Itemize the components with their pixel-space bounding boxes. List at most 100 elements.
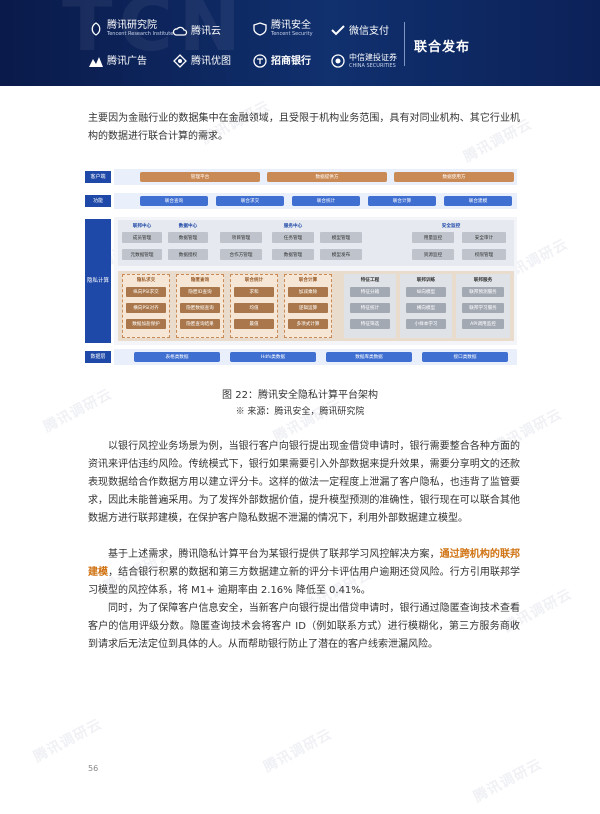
compute-item: 隐匿ID查询 [180, 287, 220, 297]
compute-item: 联邦学习服务 [462, 303, 504, 313]
service-group-title: 安全监控 [441, 224, 461, 229]
shield-logo-icon [252, 21, 268, 36]
header-divider [404, 22, 405, 66]
compute-item: 特征分箱 [350, 287, 390, 297]
para2-text-a: 基于上述需求，腾讯隐私计算平台为某银行提供了联邦学习风控解决方案， [108, 549, 440, 560]
client-item: 数据提供方 [267, 172, 387, 182]
joint-publish-label: 联合发布 [414, 40, 471, 55]
compute-group-title: 联合计算 [298, 278, 318, 283]
compute-item: 特征统计 [350, 303, 390, 313]
service-item: 数据管理 [168, 232, 208, 243]
compute-item: 加减乘除 [288, 287, 328, 297]
service-item: 模型发布 [320, 249, 362, 260]
compute-item: 多项式计算 [288, 319, 328, 329]
para2-highlight: 通过跨机构的联邦建模 [88, 549, 521, 578]
cloud-logo-icon [172, 24, 188, 38]
compute-item: 均值 [234, 303, 274, 313]
logo-name: 招商银行 [271, 55, 311, 67]
data-item: Hdfs类数据 [230, 352, 316, 362]
logo-tencent-ads: 腾讯广告 [88, 54, 147, 68]
service-item: 数据管理 [272, 249, 314, 260]
logo-sub: Tencent Research Institute [107, 31, 174, 37]
client-item: 数据使用方 [394, 172, 514, 182]
compute-group-title: 隐匿查询 [190, 278, 210, 283]
data-item: 表格类数据 [134, 352, 220, 362]
function-item: 联合建模 [444, 196, 512, 206]
service-item: 合作方管理 [220, 249, 262, 260]
body-paragraph-2: 基于上述需求，腾讯隐私计算平台为某银行提供了联邦学习风控解决方案，通过跨机构的联… [88, 546, 520, 600]
row-label-function: 功能 [85, 195, 111, 207]
compute-item: 联邦预测服务 [462, 287, 504, 297]
leaf-logo-icon [88, 21, 104, 36]
watermark: 腾讯调研云 [261, 726, 335, 776]
logo-name: 微信支付 [349, 25, 389, 37]
logo-name: 腾讯广告 [107, 55, 147, 67]
service-item: 安全审计 [462, 232, 506, 243]
service-item: 资源监控 [412, 249, 454, 260]
data-item: 接口类数据 [422, 352, 508, 362]
compute-group-title: 特征工程 [360, 278, 380, 283]
youtu-logo-icon [172, 54, 188, 68]
function-item: 联合统计 [292, 196, 360, 206]
compute-item: 纵向模型 [406, 287, 446, 297]
architecture-diagram: 客户端 管理平台 数据提供方 数据使用方 功能 联合查询 联合求交 联合统计 联… [82, 165, 520, 371]
figure-caption: 图 22：腾讯安全隐私计算平台架构 [222, 390, 378, 401]
compute-item: 纵向PSI求交 [126, 287, 166, 297]
compute-group-title: 隐私求交 [136, 278, 156, 283]
service-item: 元数据管理 [122, 249, 162, 260]
compute-item: API调用监控 [462, 319, 504, 329]
logo-wechat-pay: 微信支付 [330, 24, 389, 38]
service-item: 项目管理 [220, 232, 262, 243]
service-item: 权限管理 [462, 249, 506, 260]
service-group-title: 联邦中心 [132, 224, 152, 229]
cmb-logo-icon [252, 54, 268, 68]
logo-name: 腾讯优图 [191, 55, 231, 67]
intro-paragraph: 主要因为金融行业的数据集中在金融领域，且受限于机构业务范围，具有对同业机构、其它… [88, 113, 520, 142]
compute-item: 最值 [234, 319, 274, 329]
function-item: 联合计算 [368, 196, 436, 206]
data-item: 数据库类数据 [326, 352, 412, 362]
page-number: 56 [88, 764, 99, 773]
compute-item: 横向模型 [406, 303, 446, 313]
logo-cmb: 招商银行 [252, 54, 311, 68]
para2-text-b: ，结合银行积累的数据和第三方数据建立新的评分卡评估用户逾期还贷风险。行方引用联邦… [88, 567, 521, 596]
csc-logo-icon [330, 53, 346, 68]
logo-tencent-cloud: 腾讯云 [172, 24, 221, 38]
logo-tencent-youtu: 腾讯优图 [172, 54, 231, 68]
compute-item: 求和 [234, 287, 274, 297]
row-label-client: 客户端 [85, 171, 111, 183]
logo-name: 腾讯研究院 [107, 20, 157, 31]
compute-item: 逻辑运算 [288, 303, 328, 313]
service-group-title: 数据中心 [178, 224, 198, 229]
compute-group-title: 联合统计 [244, 278, 264, 283]
compute-group-title: 联邦服务 [473, 278, 493, 283]
compute-item: 数据加盐保护 [126, 319, 166, 329]
compute-item: 隐匿数据查询 [180, 303, 220, 313]
service-group-title: 服务中心 [283, 224, 303, 229]
watermark: 腾讯调研云 [471, 756, 545, 806]
row-label-data: 数据层 [85, 351, 111, 363]
service-item: 任务管理 [272, 232, 314, 243]
service-item: 用量监控 [412, 232, 454, 243]
row-label-privacy: 隐私计算 [85, 219, 111, 343]
header-watermark-decoration: TCN [62, 0, 247, 68]
client-item: 管理平台 [140, 172, 260, 182]
function-item: 联合求交 [216, 196, 284, 206]
logo-sub: Tencent Security [271, 31, 313, 37]
compute-item: 隐匿查询结果 [180, 319, 220, 329]
logo-name: 中信建投证券 [349, 53, 397, 62]
body-paragraph-3: 同时，为了保障客户信息安全，当新客户向银行提出借贷申请时，银行通过隐匿查询技术查… [88, 603, 520, 650]
service-item: 数据授权 [168, 249, 208, 260]
compute-item: 特征筛选 [350, 319, 390, 329]
compute-item: 横向PSI对齐 [126, 303, 166, 313]
wechat-pay-logo-icon [330, 24, 346, 38]
logo-name: 腾讯云 [191, 25, 221, 37]
compute-item: 小样本学习 [406, 319, 446, 329]
compute-group-title: 联邦训练 [416, 278, 436, 283]
figure-source: ※ 来源：腾讯安全，腾讯研究院 [235, 407, 365, 417]
watermark: 腾讯调研云 [31, 716, 105, 766]
